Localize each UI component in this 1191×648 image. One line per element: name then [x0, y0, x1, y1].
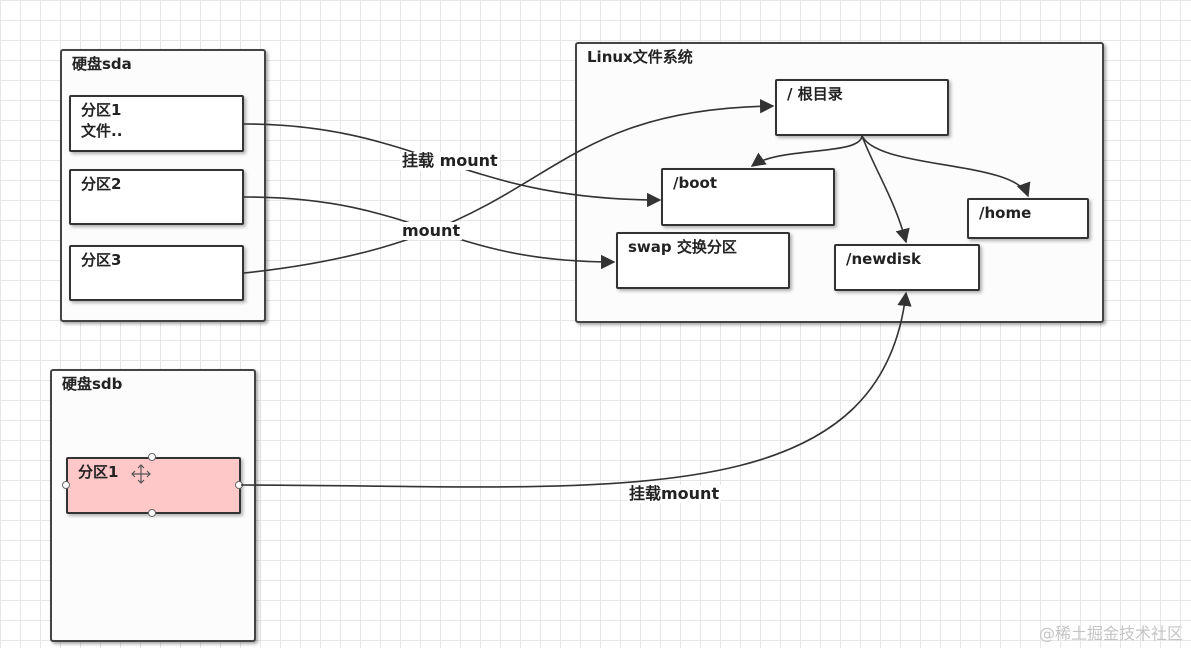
dir-swap[interactable]: swap 交换分区 — [616, 232, 790, 289]
dir-home[interactable]: /home — [967, 198, 1089, 239]
resize-handle-top[interactable] — [148, 453, 156, 461]
edge-label-mount-2: mount — [400, 221, 463, 240]
dir-root[interactable]: / 根目录 — [775, 79, 949, 136]
disk-sda-title: 硬盘sda — [72, 55, 132, 73]
edge-label-mount-3: 挂载mount — [627, 484, 722, 503]
resize-handle-bottom[interactable] — [148, 509, 156, 517]
partition-sda3[interactable]: 分区3 — [69, 245, 244, 301]
resize-handle-left[interactable] — [62, 481, 70, 489]
resize-handle-right[interactable] — [235, 481, 243, 489]
edge-label-mount-1: 挂载 mount — [400, 151, 500, 170]
partition-sdb1[interactable]: 分区1 — [66, 457, 241, 514]
partition-sda2[interactable]: 分区2 — [69, 169, 244, 225]
dir-newdisk[interactable]: /newdisk — [834, 244, 980, 291]
linux-fs-title: Linux文件系统 — [587, 48, 693, 66]
move-cursor-icon — [131, 464, 151, 484]
dir-boot[interactable]: /boot — [661, 168, 835, 226]
watermark: @稀土掘金技术社区 — [1038, 624, 1183, 643]
partition-sda1[interactable]: 分区1 文件.. — [69, 95, 244, 152]
disk-sdb-title: 硬盘sdb — [62, 375, 123, 393]
